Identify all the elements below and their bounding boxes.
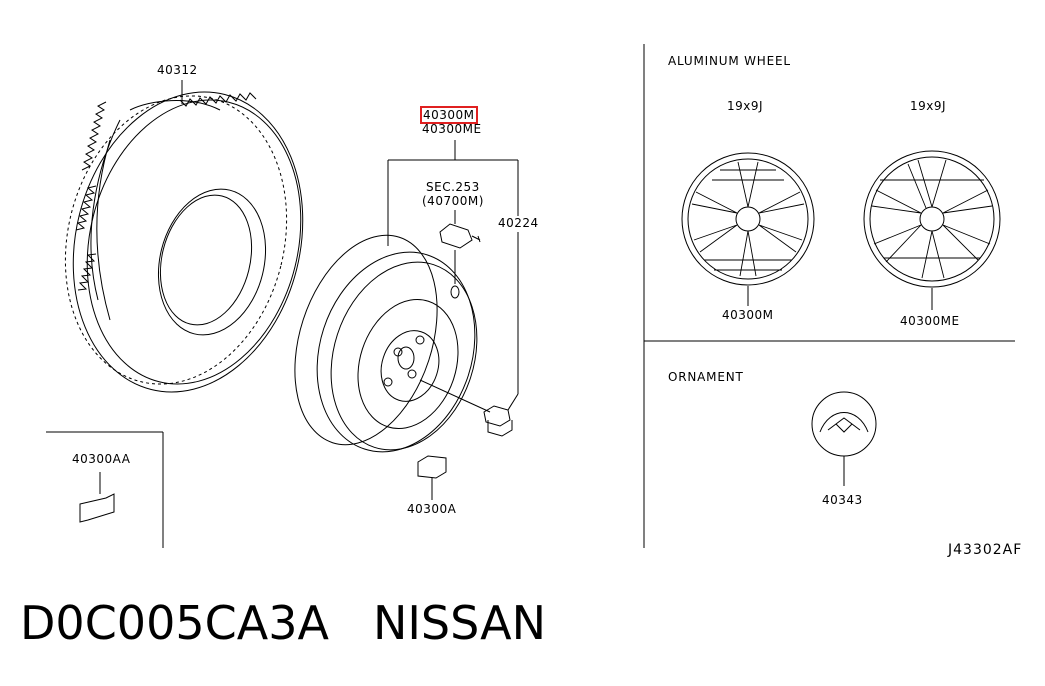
section-ornament: ORNAMENT [668,370,744,384]
label-wheel-size-right: 19x9J [910,99,947,113]
balance-weight-drawing [417,455,447,500]
label-balance-weight: 40300A [407,502,457,516]
label-wheel-highlighted[interactable]: 40300M [420,106,478,124]
label-ornament-part: 40343 [822,493,863,507]
label-inset-weight: 40300AA [72,452,131,466]
inset-frame [46,431,164,548]
tire-drawing [64,80,304,393]
wheel-nut-drawing [483,405,513,437]
caption-brand: NISSAN [372,596,547,650]
tpms-sensor-drawing [439,223,481,284]
alu-wheel-left-drawing [681,152,815,306]
label-nut: 40224 [498,216,539,230]
label-alu-wheel-left: 40300M [722,308,774,322]
caption-part-number: D0C005CA3A [20,596,329,650]
wheel-drawing [294,234,491,453]
label-alu-wheel-right: 40300ME [900,314,960,328]
bracket-lines [387,140,519,411]
section-aluminum-wheel: ALUMINUM WHEEL [668,54,791,68]
label-sec-ref[interactable]: SEC.253 [426,180,480,194]
label-wheel-alt: 40300ME [422,122,482,136]
ornament-drawing [811,391,877,486]
panel-dividers [643,44,1015,548]
label-tire: 40312 [157,63,198,77]
label-wheel-size-left: 19x9J [727,99,764,113]
label-sec-ref-part[interactable]: (40700M) [422,194,484,208]
diagram-code: J43302AF [948,542,1023,558]
alu-wheel-right-drawing [863,150,1001,310]
part-caption: D0C005CA3A NISSAN [20,596,546,650]
